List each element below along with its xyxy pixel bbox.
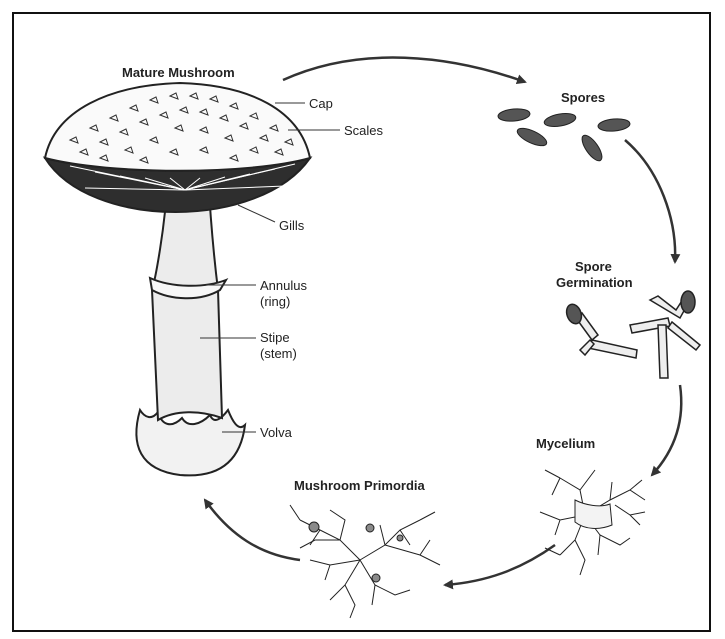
germination-group	[564, 291, 700, 378]
mycelium-group	[540, 470, 645, 575]
arrow-spores-to-germination	[625, 140, 675, 262]
label-mycelium: Mycelium	[536, 436, 595, 451]
arrow-mature-to-spores	[283, 58, 525, 82]
label-gills: Gills	[279, 218, 305, 233]
arrow-mycelium-to-primordia	[445, 545, 555, 585]
label-stipe: Stipe	[260, 330, 290, 345]
spores-group	[498, 108, 631, 164]
label-scales: Scales	[344, 123, 384, 138]
label-mushroom-primordia: Mushroom Primordia	[294, 478, 426, 493]
volva-shape	[136, 410, 245, 475]
label-spore: Spore	[575, 259, 612, 274]
label-volva: Volva	[260, 425, 293, 440]
arrow-germination-to-mycelium	[652, 385, 681, 475]
label-mature-mushroom: Mature Mushroom	[122, 65, 235, 80]
label-stipe-stem: (stem)	[260, 346, 297, 361]
arrow-primordia-to-mature	[205, 500, 300, 560]
label-annulus: Annulus	[260, 278, 307, 293]
label-cap: Cap	[309, 96, 333, 111]
label-germination: Germination	[556, 275, 633, 290]
label-spores: Spores	[561, 90, 605, 105]
label-annulus-ring: (ring)	[260, 294, 290, 309]
